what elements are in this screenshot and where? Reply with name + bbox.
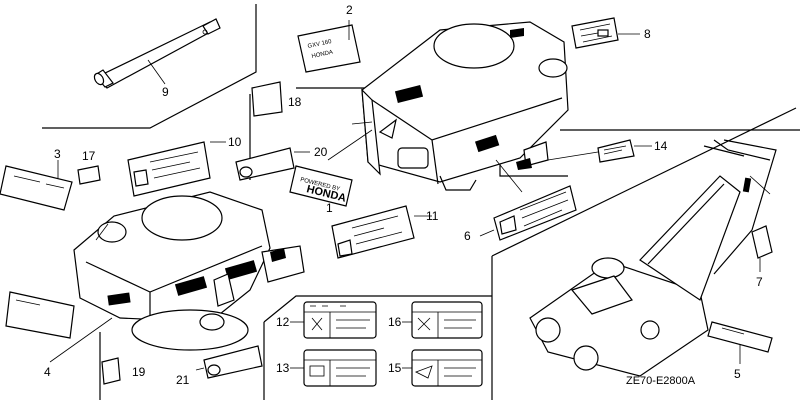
callout-1: 1 — [326, 201, 333, 215]
label-item-10 — [127, 141, 226, 197]
safety-label-13 — [290, 349, 377, 387]
callout-6: 6 — [464, 229, 471, 243]
callout-11: 11 — [426, 209, 439, 223]
callout-8: 8 — [644, 27, 651, 41]
label-item-3 — [0, 160, 73, 211]
label-item-2: GXV 160 HONDA — [297, 20, 361, 73]
callout-21: 21 — [176, 373, 190, 387]
callout-16: 16 — [388, 315, 402, 329]
section-dividers — [42, 4, 800, 400]
callout-3: 3 — [54, 147, 61, 161]
label-item-19 — [101, 357, 121, 385]
label-gxv-text: GXV 160 — [307, 39, 333, 50]
safety-label-12 — [290, 301, 377, 339]
safety-label-15 — [402, 349, 483, 387]
callout-4: 4 — [44, 365, 51, 379]
callout-20: 20 — [314, 145, 328, 159]
callout-9: 9 — [162, 85, 169, 99]
label-item-1: POWERED BY HONDA — [289, 129, 373, 207]
callout-18: 18 — [288, 95, 302, 109]
label-item-8 — [571, 17, 640, 49]
callout-12: 12 — [276, 315, 290, 329]
callout-10: 10 — [228, 135, 242, 149]
callout-7: 7 — [756, 275, 763, 289]
callout-19: 19 — [132, 365, 146, 379]
label-item-20 — [235, 147, 310, 181]
callout-13: 13 — [276, 361, 290, 375]
callout-14: 14 — [654, 139, 668, 153]
label-item-14 — [547, 139, 652, 163]
callout-17: 17 — [82, 149, 96, 163]
callout-5: 5 — [734, 367, 741, 381]
safety-label-16 — [402, 301, 483, 339]
lawn-mower — [529, 139, 777, 377]
label-item-11 — [331, 205, 432, 259]
label-item-18 — [251, 81, 283, 117]
label-item-7 — [751, 225, 773, 272]
label-item-17 — [77, 165, 101, 185]
callout-numbers: 1 2 3 4 5 6 7 8 9 10 11 12 13 14 15 16 1… — [44, 3, 763, 387]
label-item-21 — [195, 345, 263, 379]
label-item-6 — [479, 159, 577, 241]
engine-upper — [351, 21, 569, 191]
callout-15: 15 — [388, 361, 402, 375]
label-honda-text: HONDA — [311, 50, 333, 60]
engine-lower — [73, 191, 305, 351]
label-item-4 — [5, 291, 113, 363]
label-item-5 — [707, 321, 773, 364]
callout-2: 2 — [346, 3, 353, 17]
spark-plug-wrench — [93, 18, 221, 89]
figure-code: ZE70-E2800A — [626, 375, 696, 387]
